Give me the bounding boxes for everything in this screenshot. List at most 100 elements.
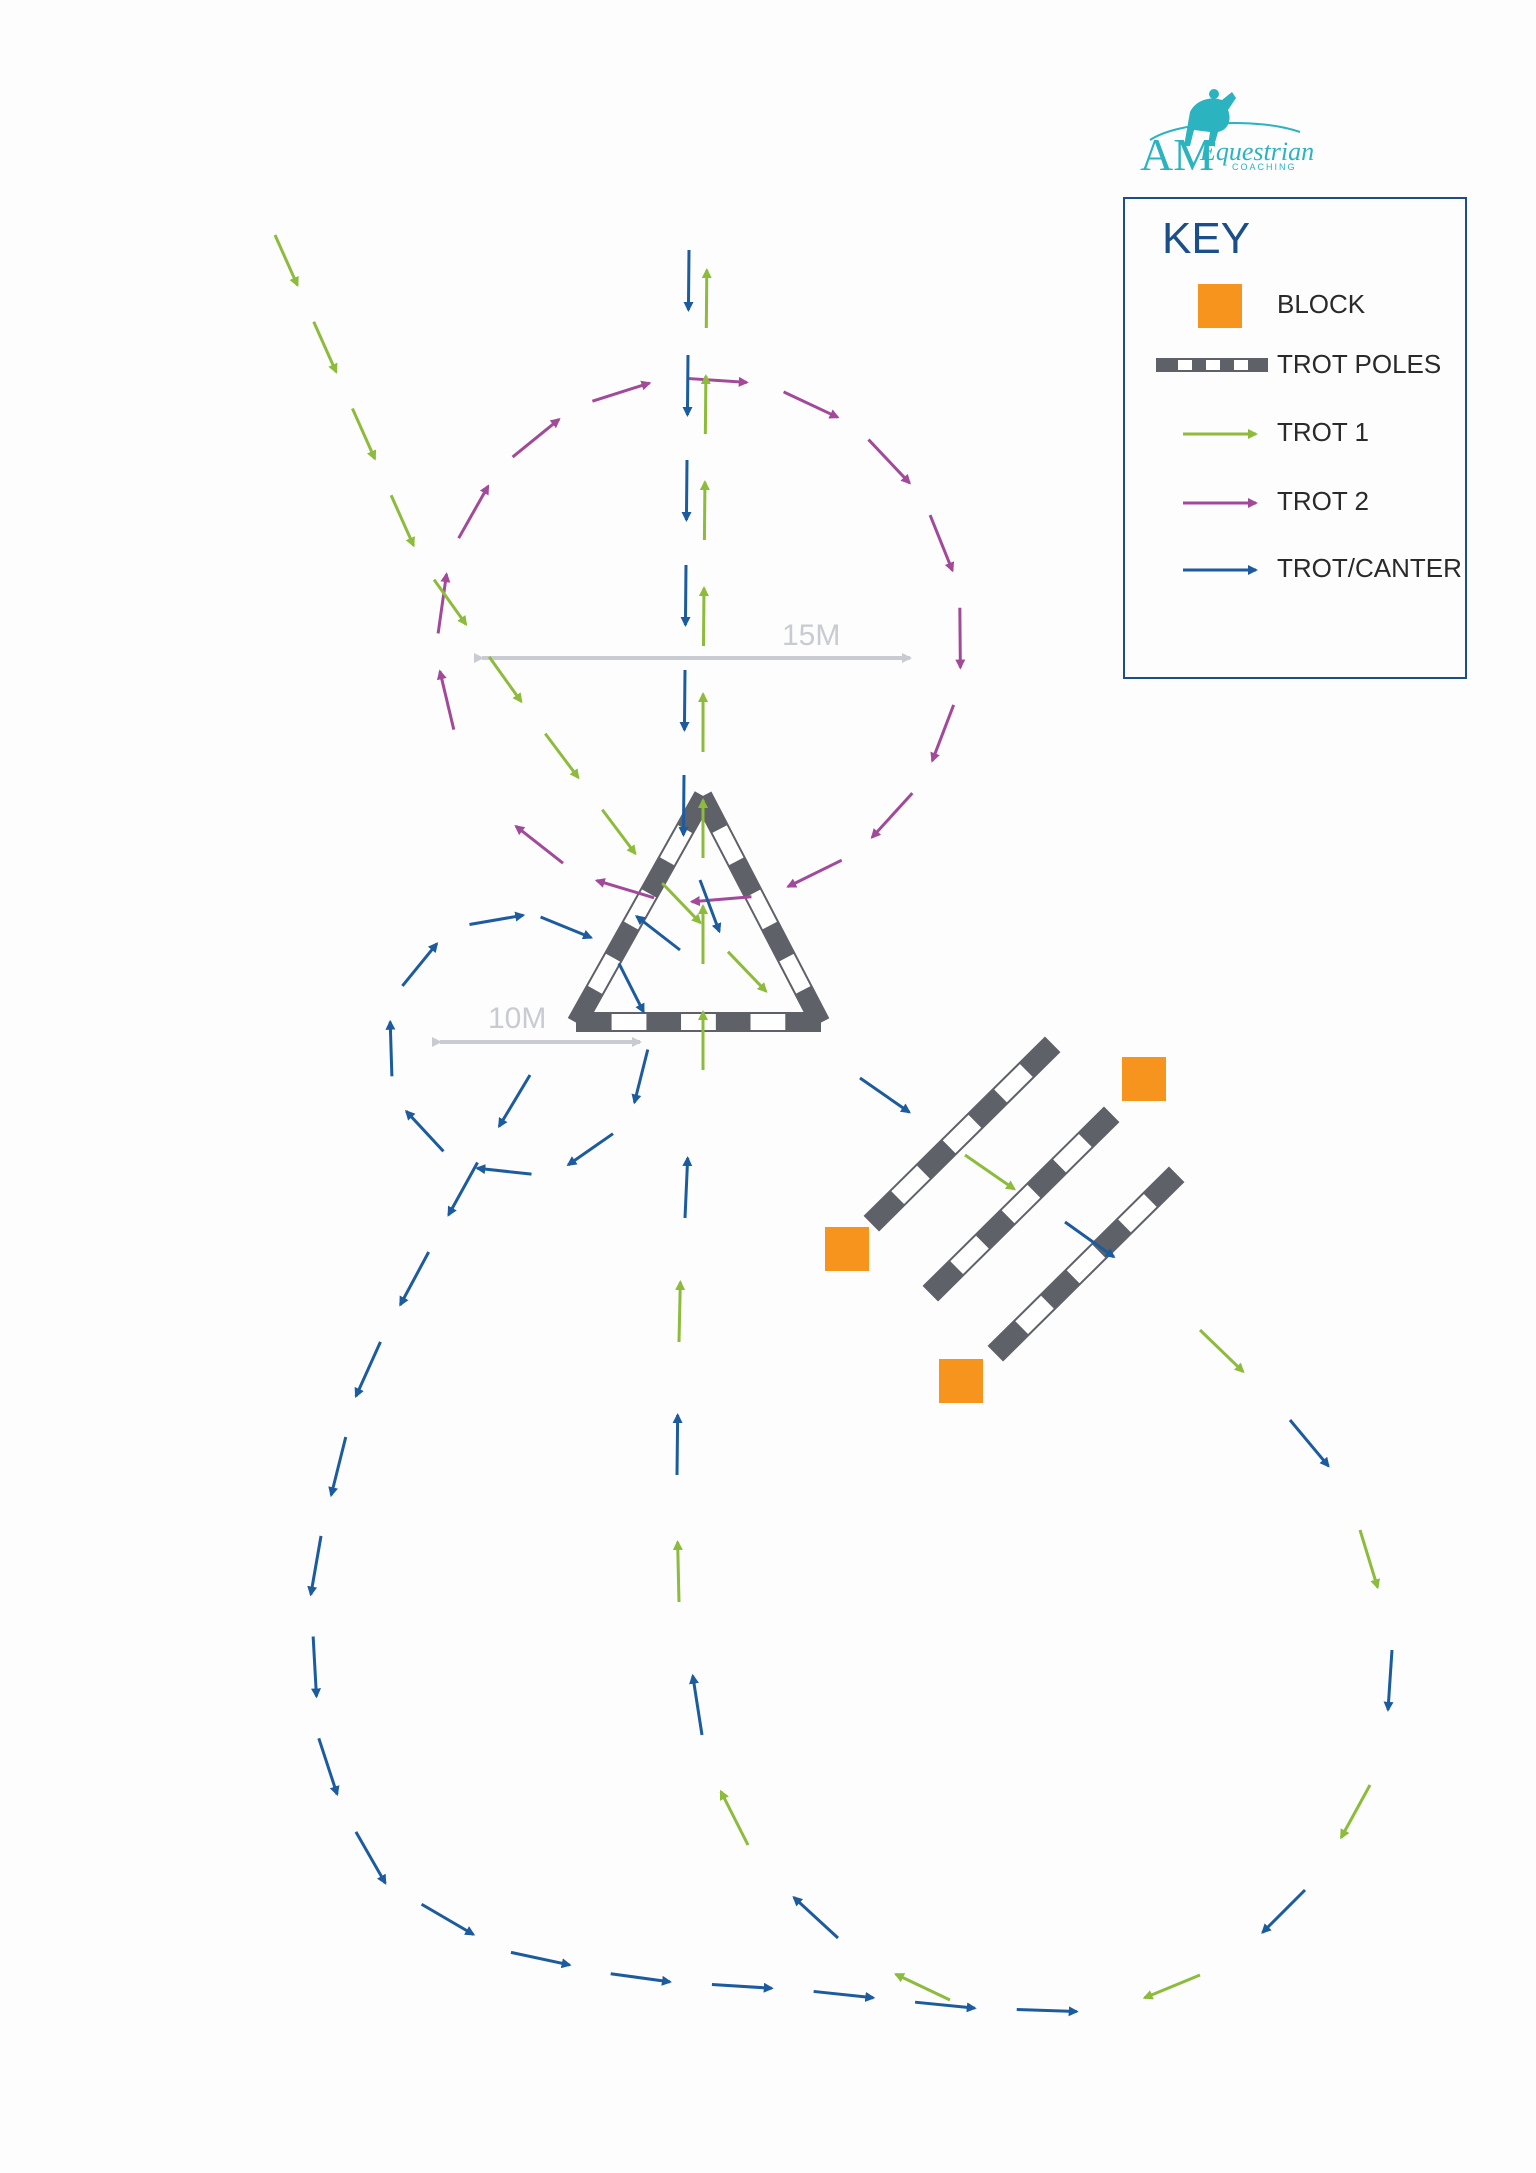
triangle-pole-right: [693, 791, 830, 1028]
trot2-route-arrow: [457, 484, 490, 539]
trot1-bottom: [1142, 1973, 1201, 2000]
trot2-route-arrow: [930, 704, 956, 763]
trot-canter-small-circle-arrow: [385, 1019, 396, 1077]
trot-canter-small-circle-arrow: [540, 915, 593, 940]
trot1-up-1-arrow: [719, 1789, 750, 1846]
trot2-route-arrow: [782, 390, 840, 419]
trot-canter-left-loop: [307, 1074, 1079, 2017]
trot1-approach-arrow: [432, 578, 468, 627]
trot-canter-up-1-arrow: [792, 1896, 840, 1940]
trot1-right-2: [1358, 1529, 1380, 1590]
key-title: KEY: [1162, 214, 1250, 263]
triangle-pole-left: [567, 791, 713, 1028]
trot-canter-small-circle-arrow: [475, 1164, 532, 1176]
block-3: [939, 1359, 983, 1403]
trot2-route-arrow: [689, 895, 752, 907]
trot1-bottom-2: [893, 1972, 951, 2002]
dimension-10m: 10M: [432, 1002, 642, 1047]
key-label-trot-canter: TROT/CANTER: [1277, 553, 1462, 583]
trot-canter-right-2: [1383, 1649, 1394, 1712]
logo: AM Equestrian COACHING: [1140, 89, 1314, 180]
trot1-right-1: [1198, 1328, 1245, 1374]
trot2-route-arrow: [591, 380, 652, 403]
trot-pole-1: [863, 1036, 1061, 1232]
trot-canter-inner-1: [634, 915, 681, 952]
trot1-right-3: [1339, 1784, 1372, 1840]
trot-canter-small-circle-arrow: [469, 911, 526, 927]
trot1-poles: [964, 1153, 1016, 1191]
trot1-approach-arrow: [726, 950, 768, 993]
trot-canter-inner-1-arrow: [634, 915, 681, 952]
trot-canter-up-4-arrow: [682, 1156, 693, 1219]
trot2-route-arrow: [436, 572, 451, 634]
block-icon: [1198, 284, 1242, 328]
trot-canter-left-loop-arrow: [420, 1902, 476, 1936]
block-2: [825, 1227, 869, 1271]
trot-canter-small-circle-arrow: [617, 962, 645, 1014]
trot-canter-left-loop-arrow: [610, 1972, 672, 1986]
trot-canter-left-loop-arrow: [1016, 2006, 1079, 2017]
trot1-centre-up-arrow: [701, 268, 712, 329]
trot-pole-2: [922, 1106, 1120, 1302]
trot-canter-left-loop-arrow: [510, 1950, 572, 1969]
trot-canter-left-loop-arrow: [914, 2000, 977, 2013]
trot-canter-up-3-arrow: [672, 1413, 683, 1476]
trot2-route-arrow: [786, 858, 843, 888]
trot1-approach-arrow: [488, 656, 523, 704]
trot-canter-inner-2: [698, 879, 722, 934]
dimension-15m: 15M: [474, 619, 912, 663]
trot1-poles-arrow: [964, 1153, 1016, 1191]
trot-canter-up-1: [792, 1896, 840, 1940]
trot-canter-centre-down-arrow: [680, 564, 691, 627]
dimension-label-15m: 15M: [782, 619, 840, 652]
trot-canter-left-loop-arrow: [354, 1831, 387, 1885]
trot-canter-right-3: [1261, 1888, 1307, 1934]
trot-canter-small-circle-arrow: [401, 942, 439, 987]
block-1: [1122, 1057, 1166, 1101]
trot-canter-centre-down-arrow: [679, 669, 690, 732]
trot1-approach-arrow: [351, 407, 377, 461]
logo-name: Equestrian: [1199, 137, 1314, 166]
trot-canter-right-1: [1288, 1419, 1330, 1468]
trot2-route-arrow: [955, 607, 966, 670]
trot-canter-small-circle-arrow: [631, 1049, 650, 1105]
trot-canter-left-loop-arrow: [311, 1636, 322, 1699]
trot-canter-small-circle-arrow: [566, 1132, 614, 1167]
trot-canter-centre-down-arrow: [681, 459, 692, 522]
trot2-route-arrow: [928, 514, 955, 573]
trot-canter-poles-1: [859, 1076, 911, 1114]
trot1-centre-up-arrow: [699, 480, 710, 541]
trot-poles-icon: [1156, 358, 1268, 372]
trot1-right-2-arrow: [1358, 1529, 1380, 1590]
trot1-bottom-arrow: [1142, 1973, 1201, 2000]
horse-rider-icon: [1184, 89, 1236, 146]
key-label-trot-poles: TROT POLES: [1277, 349, 1441, 379]
obstacles: [567, 791, 1185, 1403]
trot2-route-arrow: [687, 376, 749, 387]
trot1-approach-arrow: [312, 321, 338, 374]
trot-canter-inner-2-arrow: [698, 879, 722, 934]
trot-canter-small-circle: [385, 911, 650, 1176]
trot1-bottom-2-arrow: [893, 1972, 951, 2002]
trot2-route-arrow: [867, 438, 911, 485]
trot-canter-left-loop-arrow: [497, 1074, 532, 1129]
trot-canter-left-loop-arrow: [307, 1535, 323, 1597]
trot-canter-poles-2-arrow: [1064, 1220, 1116, 1259]
trot-canter-up-4: [682, 1156, 693, 1219]
trot-canter-up-2-arrow: [689, 1673, 704, 1736]
dimension-label-10m: 10M: [488, 1002, 546, 1035]
trot-canter-small-circle-arrow: [404, 1109, 445, 1153]
trot1-approach-arrow: [544, 732, 580, 780]
routes: [273, 234, 1394, 2017]
trot-pole-3: [987, 1166, 1185, 1362]
trot1-approach: [273, 234, 768, 993]
triangle-pole-base: [576, 1012, 821, 1032]
trot2-route-arrow: [436, 669, 456, 730]
trot2-route: [436, 376, 966, 907]
trot1-approach-arrow: [601, 808, 637, 856]
trot2-route-arrow: [511, 418, 561, 459]
trot1-centre-up: [698, 268, 712, 1070]
trot-canter-left-loop-arrow: [398, 1251, 431, 1307]
trot-canter-centre-down-arrow: [678, 774, 689, 837]
